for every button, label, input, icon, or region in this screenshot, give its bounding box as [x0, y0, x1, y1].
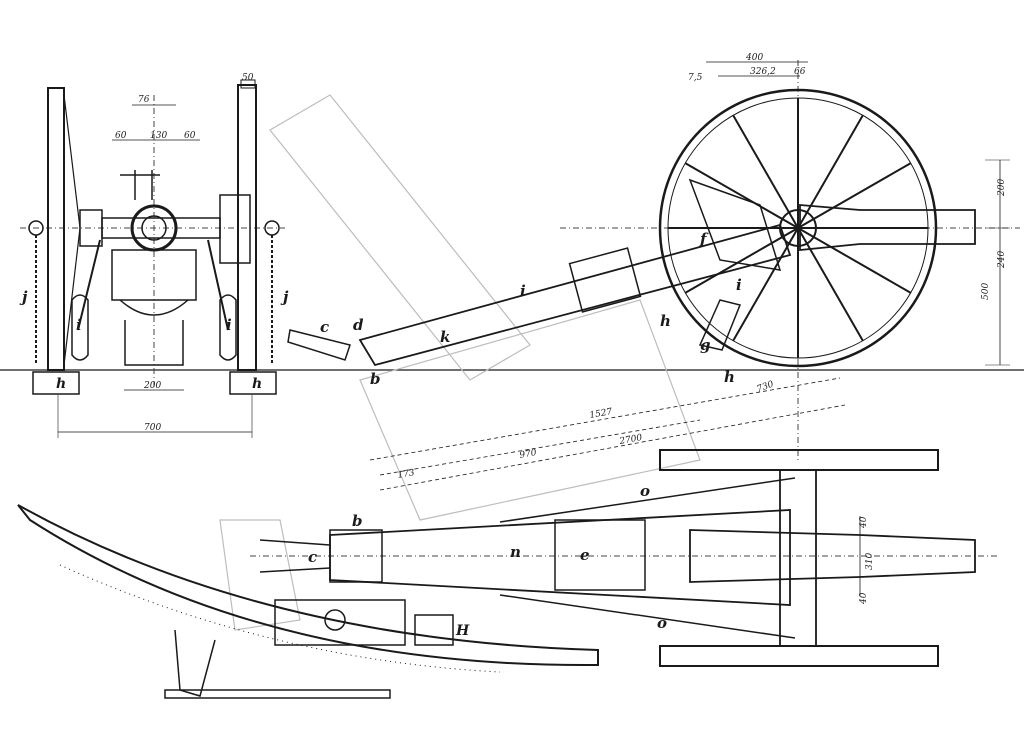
label-j-left: j: [19, 288, 28, 306]
ghost-raised-trail: [269, 94, 531, 381]
plan-trail-head: [329, 529, 383, 583]
label-i-left: i: [76, 316, 82, 334]
front-left-foot: [32, 371, 80, 395]
plan-bottom-wheel: [659, 645, 939, 667]
quadrant-base: [164, 689, 391, 699]
quadrant-left-foot: [174, 629, 216, 697]
dim-line-2700: [379, 404, 846, 491]
ghost-lowered-outline: [359, 299, 701, 521]
label-c-side: c: [320, 318, 329, 336]
label-f-side: f: [699, 230, 709, 248]
side-cradle: [688, 178, 782, 271]
front-sight: [120, 170, 160, 200]
quadrant-knob: [414, 614, 454, 646]
dim-50: 50: [242, 73, 254, 83]
label-i-right: i: [226, 316, 232, 334]
side-wheel-rim: [658, 88, 938, 368]
dim-60-left: 60: [115, 131, 127, 141]
front-left-shoe: [71, 294, 89, 361]
side-trail-spade: [287, 329, 351, 361]
front-cradle-arc: [119, 299, 189, 316]
label-e-plan: e: [580, 546, 590, 564]
dim-200-side: 200: [997, 179, 1007, 197]
front-left-strut: [77, 239, 101, 331]
front-view: [20, 79, 285, 438]
front-barrel-bore: [141, 215, 167, 241]
quadrant-scale-view: [17, 504, 599, 699]
dim-500: 500: [981, 283, 991, 300]
label-h-left: h: [56, 376, 66, 392]
label-n-plan: n: [510, 543, 521, 561]
label-j-right: j: [280, 288, 289, 306]
label-h-side: h: [660, 312, 671, 330]
label-H: H: [455, 623, 470, 639]
dim-730: 730: [756, 379, 776, 394]
front-left-wheel: [47, 87, 65, 371]
dim-326-2: 326,2: [750, 67, 776, 77]
dim-7-5: 7,5: [688, 73, 703, 83]
label-g-side: g: [700, 336, 711, 354]
dim-1527: 1527: [589, 407, 614, 421]
dim-40-top: 40: [859, 516, 869, 529]
dim-240: 240: [997, 251, 1007, 269]
quadrant-arc: [17, 504, 599, 667]
plan-bottom-strut: [499, 594, 796, 639]
front-right-tyre-top: [240, 79, 256, 89]
side-barrel: [799, 204, 976, 251]
label-h-side-2: h: [724, 368, 735, 386]
dim-2700: 2700: [618, 433, 644, 447]
front-right-strut: [207, 239, 229, 331]
plan-spade-bottom: [259, 567, 331, 573]
dim-970: 970: [519, 448, 538, 461]
dim-130: 130: [150, 131, 167, 141]
plan-axle: [779, 469, 817, 647]
dim-40-bottom: 40: [859, 592, 869, 605]
front-right-foot: [229, 371, 277, 395]
dimension-values: 400 7,5 326,2 66 76 60 130 60 50 200 700…: [115, 53, 1007, 605]
side-view: [287, 60, 1020, 491]
letter-labels: j j i i h h c d b k i f i h g h b c n e …: [19, 230, 742, 639]
plan-spade-top: [259, 539, 331, 546]
front-cradle: [111, 249, 197, 301]
quadrant-sight-block: [274, 599, 406, 646]
label-i-side: i: [520, 282, 526, 300]
front-right-shoe: [219, 294, 237, 361]
dim-60-right: 60: [184, 131, 196, 141]
label-b-side: b: [370, 370, 381, 388]
dim-310: 310: [865, 553, 875, 570]
dim-66: 66: [794, 67, 806, 77]
front-right-wheel: [237, 84, 257, 371]
dim-200-front: 200: [143, 381, 161, 391]
plan-cradle: [554, 519, 646, 591]
label-h-right: h: [252, 376, 262, 392]
plan-top-wheel: [659, 449, 939, 471]
dim-700: 700: [144, 423, 161, 433]
dim-line-1527: [369, 377, 841, 461]
label-d-side: d: [353, 316, 364, 334]
label-b-plan: b: [352, 512, 363, 530]
label-o-bottom: o: [657, 614, 667, 632]
plan-view: [250, 449, 1000, 667]
label-k-side: k: [440, 328, 450, 346]
side-elevating-gear: [568, 247, 642, 313]
dim-173: 173: [397, 468, 416, 481]
dim-line-970: [379, 419, 701, 476]
label-o-top: o: [640, 482, 650, 500]
front-right-hub: [219, 194, 251, 264]
side-wheel-brake: [698, 299, 742, 351]
quadrant-pivot: [324, 609, 346, 631]
side-wheel-spokes: [668, 98, 928, 358]
front-trail-body: [124, 320, 184, 366]
dim-400: 400: [745, 53, 763, 63]
plan-top-strut: [499, 477, 796, 523]
side-trail: [358, 223, 792, 367]
ghost-outlines: [219, 94, 701, 631]
label-c-plan: c: [308, 548, 317, 566]
side-wheel-hub: [779, 209, 817, 247]
dim-76: 76: [138, 95, 150, 105]
label-i-side-2: i: [736, 276, 742, 294]
